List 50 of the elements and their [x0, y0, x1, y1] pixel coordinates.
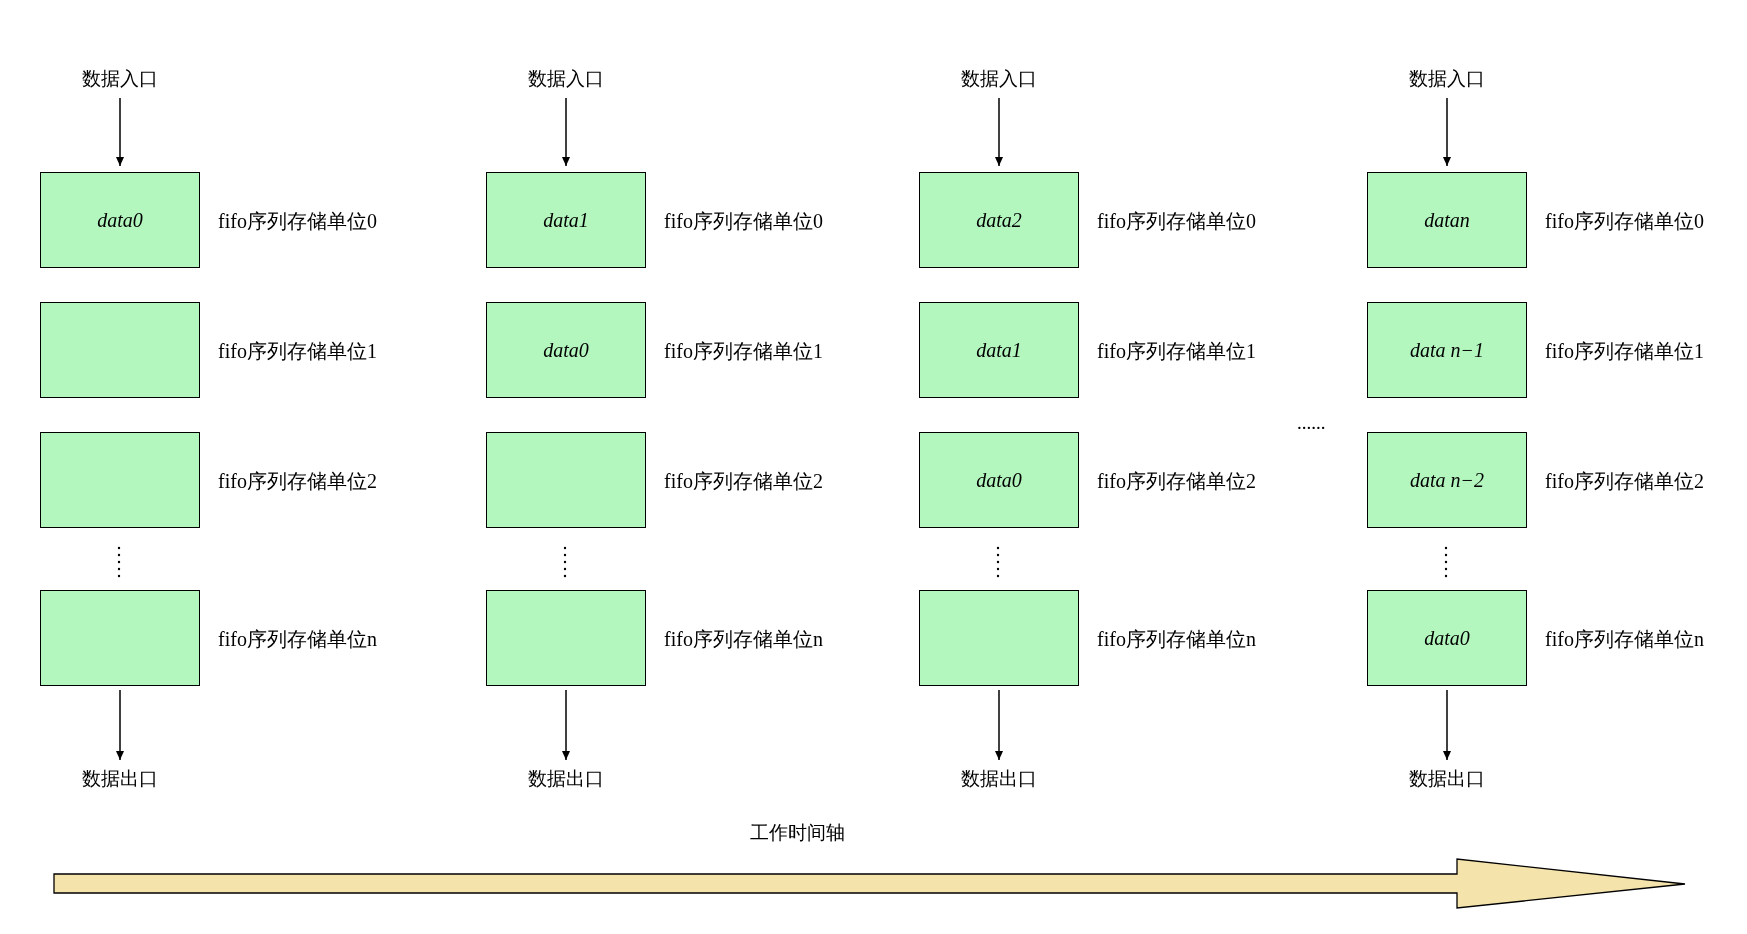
storage-cell: data1 [486, 172, 646, 268]
storage-cell: data0 [40, 172, 200, 268]
port-label: 数据出口 [40, 766, 200, 792]
cell-caption: fifo序列存储单位2 [1097, 469, 1256, 494]
storage-cell: data n−2 [1367, 432, 1527, 528]
storage-cell: datan [1367, 172, 1527, 268]
cell-caption: fifo序列存储单位n [218, 627, 377, 652]
cell-caption: fifo序列存储单位2 [664, 469, 823, 494]
arrow [1443, 97, 1451, 167]
storage-cell [40, 302, 200, 398]
arrow [1443, 689, 1451, 761]
port-label: 数据出口 [486, 766, 646, 792]
arrow [116, 689, 124, 761]
port-label: 数据出口 [919, 766, 1079, 792]
port-label: 数据出口 [1367, 766, 1527, 792]
storage-cell: data n−1 [1367, 302, 1527, 398]
arrow [562, 689, 570, 761]
axis-label: 工作时间轴 [750, 821, 845, 845]
port-label: 数据入口 [1367, 66, 1527, 92]
port-label: 数据入口 [486, 66, 646, 92]
storage-cell: data0 [919, 432, 1079, 528]
storage-cell: data1 [919, 302, 1079, 398]
arrow [995, 689, 1003, 761]
cell-caption: fifo序列存储单位2 [218, 469, 377, 494]
cell-caption: fifo序列存储单位0 [1545, 209, 1704, 234]
cell-caption: fifo序列存储单位n [1545, 627, 1704, 652]
storage-cell: data0 [1367, 590, 1527, 686]
cell-caption: fifo序列存储单位1 [664, 339, 823, 364]
storage-cell [486, 432, 646, 528]
arrow [116, 97, 124, 167]
storage-cell: data2 [919, 172, 1079, 268]
arrow [562, 97, 570, 167]
storage-cell: data0 [486, 302, 646, 398]
ellipsis-text: ...... [1297, 412, 1326, 434]
cell-caption: fifo序列存储单位n [664, 627, 823, 652]
storage-cell [40, 590, 200, 686]
cell-caption: fifo序列存储单位0 [664, 209, 823, 234]
cell-caption: fifo序列存储单位0 [1097, 209, 1256, 234]
storage-cell [919, 590, 1079, 686]
cell-caption: fifo序列存储单位1 [218, 339, 377, 364]
cell-caption: fifo序列存储单位n [1097, 627, 1256, 652]
cell-caption: fifo序列存储单位0 [218, 209, 377, 234]
port-label: 数据入口 [40, 66, 200, 92]
cell-caption: fifo序列存储单位2 [1545, 469, 1704, 494]
storage-cell [486, 590, 646, 686]
cell-caption: fifo序列存储单位1 [1097, 339, 1256, 364]
cell-caption: fifo序列存储单位1 [1545, 339, 1704, 364]
port-label: 数据入口 [919, 66, 1079, 92]
storage-cell [40, 432, 200, 528]
arrow [995, 97, 1003, 167]
